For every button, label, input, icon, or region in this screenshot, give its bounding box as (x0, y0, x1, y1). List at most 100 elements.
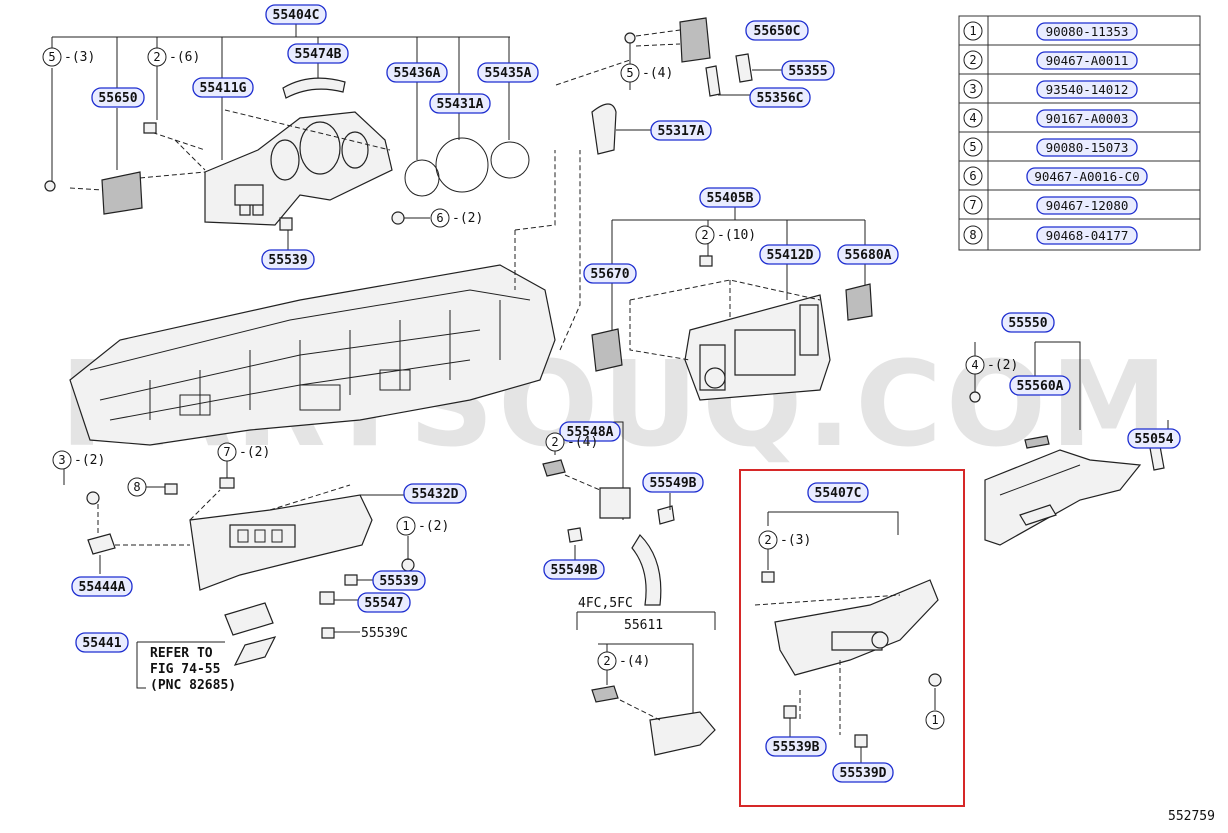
svg-text:1: 1 (969, 24, 976, 38)
ref-8: 8 (127, 477, 147, 497)
part-label-55548A[interactable]: 55548A (559, 421, 621, 442)
table-row[interactable]: 2 90467-A0011 (963, 50, 1138, 70)
part-label-55317A[interactable]: 55317A (650, 120, 712, 141)
svg-text:-(10): -(10) (717, 228, 756, 243)
part-label-55539-top[interactable]: 55539 (261, 249, 315, 270)
svg-text:55444A: 55444A (79, 580, 126, 595)
svg-text:55474B: 55474B (295, 47, 342, 62)
svg-text:55549B: 55549B (650, 476, 697, 491)
ref-3-qty2: 3-(2) (52, 450, 105, 470)
svg-text:93540-14012: 93540-14012 (1046, 82, 1129, 97)
part-label-55650C[interactable]: 55650C (745, 20, 809, 41)
ref-5-qty4: 5 -(4) (620, 63, 673, 83)
svg-text:55539B: 55539B (773, 740, 820, 755)
part-label-55670[interactable]: 55670 (583, 263, 637, 284)
svg-text:4: 4 (971, 358, 978, 372)
part-label-55549B-left[interactable]: 55549B (543, 559, 605, 580)
svg-text:55680A: 55680A (845, 248, 892, 263)
part-label-55539B[interactable]: 55539B (765, 736, 827, 757)
svg-text:-(3): -(3) (64, 50, 95, 65)
part-label-55539C: 55539C (361, 626, 408, 641)
svg-text:55549B: 55549B (551, 563, 598, 578)
ref-1: 1 (925, 710, 945, 730)
table-row[interactable]: 4 90167-A0003 (963, 108, 1138, 128)
svg-text:55441: 55441 (82, 636, 121, 651)
part-label-55412D[interactable]: 55412D (759, 244, 821, 265)
svg-text:55431A: 55431A (437, 97, 484, 112)
svg-text:8: 8 (969, 228, 976, 242)
svg-text:55355: 55355 (788, 64, 827, 79)
part-label-55405B[interactable]: 55405B (699, 187, 761, 208)
svg-text:4: 4 (969, 111, 976, 125)
svg-text:55356C: 55356C (757, 91, 804, 106)
part-label-55539-mid[interactable]: 55539 (372, 570, 426, 591)
svg-text:8: 8 (133, 480, 140, 494)
svg-text:-(6): -(6) (169, 50, 200, 65)
part-label-55444A[interactable]: 55444A (71, 576, 133, 597)
part-label-55539D[interactable]: 55539D (832, 762, 894, 783)
part-label-55435A[interactable]: 55435A (477, 62, 539, 83)
ref-2-qty3: 2-(3) (758, 530, 811, 550)
table-row[interactable]: 6 90467-A0016-C0 (963, 166, 1148, 186)
svg-text:55650C: 55650C (754, 24, 801, 39)
part-label-55431A[interactable]: 55431A (429, 93, 491, 114)
part-label-55547[interactable]: 55547 (357, 592, 411, 613)
svg-text:2: 2 (764, 533, 771, 547)
part-label-55407C[interactable]: 55407C (807, 482, 869, 503)
svg-text:55412D: 55412D (767, 248, 814, 263)
part-label-55550[interactable]: 55550 (1001, 312, 1055, 333)
part-label-55549B-right[interactable]: 55549B (642, 472, 704, 493)
part-label-55560A[interactable]: 55560A (1009, 375, 1071, 396)
ref-2-qty4-b: 2-(4) (597, 651, 650, 671)
part-label-55650[interactable]: 55650 (91, 87, 145, 108)
svg-text:55407C: 55407C (815, 486, 862, 501)
svg-text:6: 6 (969, 169, 976, 183)
svg-text:90467-A0011: 90467-A0011 (1046, 53, 1129, 68)
part-label-55436A[interactable]: 55436A (386, 62, 448, 83)
svg-text:-(2): -(2) (74, 453, 105, 468)
part-label-55054[interactable]: 55054 (1127, 428, 1181, 449)
svg-text:55539: 55539 (268, 253, 307, 268)
refer-line-3: (PNC 82685) (150, 678, 236, 693)
svg-text:90167-A0003: 90167-A0003 (1046, 111, 1129, 126)
ref-5-qty3: 5-(3) (42, 47, 95, 67)
svg-text:6: 6 (436, 211, 443, 225)
svg-text:-(4): -(4) (642, 66, 673, 81)
part-label-55441[interactable]: 55441 (75, 632, 129, 653)
ref-6-qty2: 6-(2) (430, 208, 483, 228)
svg-text:55547: 55547 (364, 596, 403, 611)
svg-text:-(4): -(4) (567, 435, 598, 450)
ref-2-qty6: 2-(6) (147, 47, 200, 67)
part-label-55355[interactable]: 55355 (781, 60, 835, 81)
ref-7-qty2: 7-(2) (217, 442, 270, 462)
svg-text:55539: 55539 (379, 574, 418, 589)
part-label-55432D[interactable]: 55432D (403, 483, 467, 504)
svg-text:55560A: 55560A (1017, 379, 1064, 394)
refer-line-2: FIG 74-55 (150, 662, 220, 677)
part-label-55356C[interactable]: 55356C (749, 87, 811, 108)
svg-text:90467-A0016-C0: 90467-A0016-C0 (1034, 169, 1139, 184)
svg-text:2: 2 (969, 53, 976, 67)
figure-id: 552759 (1168, 809, 1215, 824)
svg-text:55548A: 55548A (567, 425, 614, 440)
svg-text:5: 5 (626, 66, 633, 80)
part-label-55411G[interactable]: 55411G (192, 77, 254, 98)
svg-text:1: 1 (931, 713, 938, 727)
part-label-55474B[interactable]: 55474B (287, 43, 349, 64)
svg-text:90467-12080: 90467-12080 (1046, 198, 1129, 213)
svg-text:55435A: 55435A (485, 66, 532, 81)
svg-text:2: 2 (701, 228, 708, 242)
part-label-55404C[interactable]: 55404C (265, 4, 327, 25)
svg-text:55405B: 55405B (707, 191, 754, 206)
ref-4-qty2: 4-(2) (965, 355, 1018, 375)
svg-text:55404C: 55404C (273, 8, 320, 23)
svg-text:2: 2 (603, 654, 610, 668)
part-label-55680A[interactable]: 55680A (837, 244, 899, 265)
